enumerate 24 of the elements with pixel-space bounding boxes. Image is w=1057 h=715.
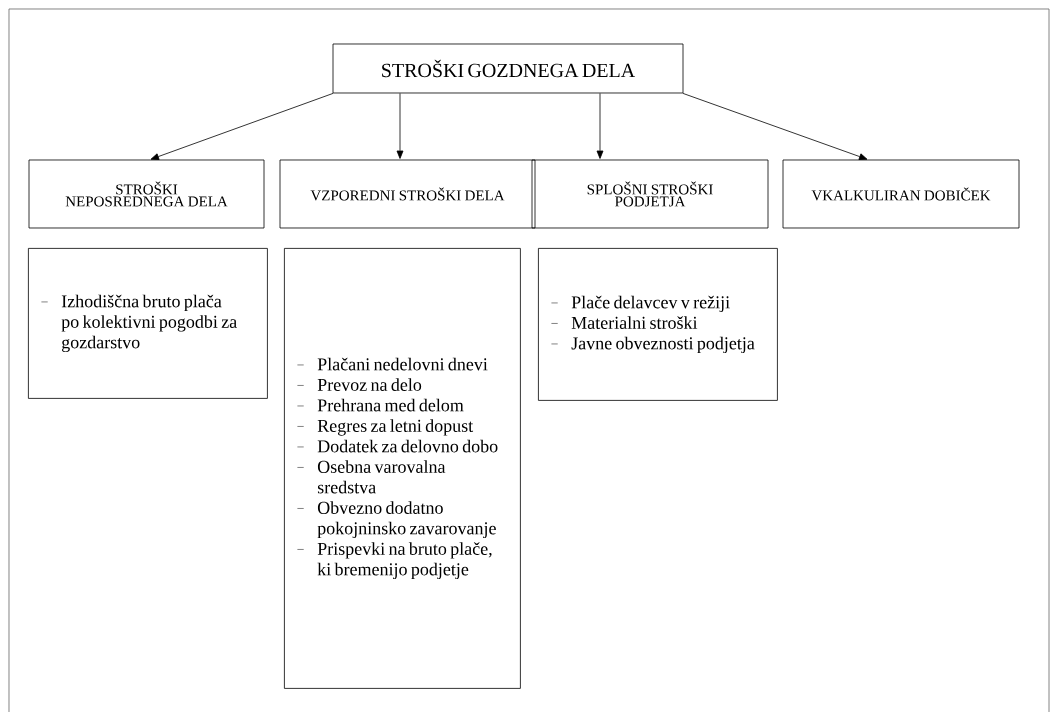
list-box [28,248,268,399]
arrow [596,93,604,159]
list-item: Javne obveznosti podjetja [551,336,755,354]
category-box: VZPOREDNI STROŠKI DELA [279,159,536,229]
arrow [682,93,868,160]
arrow [396,93,404,159]
list-box [538,248,778,401]
list-item: Prevoz na delo [297,378,422,391]
arrow [150,93,334,160]
list-item: Plačani nedelovni dnevi [297,357,488,371]
title-box: STROŠKI GOZDNEGA DELA [332,43,684,94]
list-item: Obvezno dodatno pokojninsko zavarovanje [297,501,496,539]
category-box: VKALKULIRAN DOBIČEK [782,159,1020,229]
list-item: Materialni stroški [551,316,698,329]
category-box: SPLOŠNI STROŠKI PODJETJA [531,159,769,229]
list-item: Izhodiščna bruto plača po kolektivni pogodbi za gozdarstvo [41,294,237,353]
category-box: STROŠKI NEPOSREDNEGA DELA [28,159,265,229]
list-item: Osebna varovalna sredstva [297,460,446,494]
list-item: Prispevki na bruto plače, ki bremenijo podjetje [297,542,492,580]
list-item: Plače delavcev v režiji [551,295,730,313]
list-item: Dodatek za delovno dobo [297,439,498,453]
list-item: Prehrana med delom [297,398,464,412]
list-box [284,248,521,689]
list-item: Regres za letni dopust [297,419,474,436]
